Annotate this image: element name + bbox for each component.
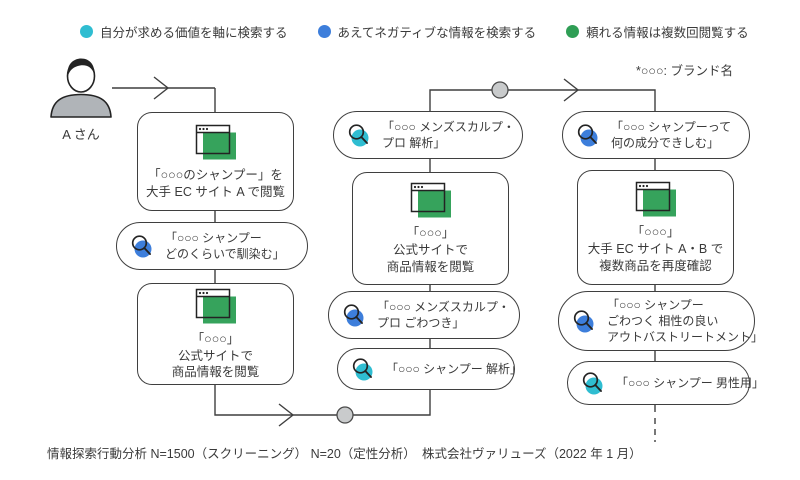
source-caption: 情報探索行動分析 N=1500（スクリーニング） N=20（定性分析） 株式会社…	[47, 447, 642, 461]
search-shampoo-ingredients-kishimu: 「○○○ シャンプーって 何の成分できしむ」	[562, 111, 750, 159]
arrow-head-icon	[563, 78, 580, 102]
search-query-text: 「○○○ メンズスカルプ・ プロ ごわつき」	[377, 299, 510, 330]
cyan-dot-icon	[80, 25, 93, 38]
search-mens-scalp-pro-gowatsuki: 「○○○ メンズスカルプ・ プロ ごわつき」	[328, 291, 520, 339]
persona-label: A さん	[62, 127, 100, 142]
search-icon	[341, 302, 368, 329]
legend-label: 自分が求める価値を軸に検索する	[100, 26, 288, 40]
step-browse-ec-site-ab-recheck: 「○○○」 大手 EC サイト A・B で 複数商品を再度確認	[577, 170, 734, 285]
legend: 自分が求める価値を軸に検索する あえてネガティブな情報を検索する 頼れる情報は複…	[80, 22, 749, 41]
legend-item-green: 頼れる情報は複数回閲覧する	[566, 22, 749, 41]
arrow-head-icon	[153, 76, 170, 100]
step-browse-official-site-2: 「○○○」 公式サイトで 商品情報を閲覧	[352, 172, 509, 285]
search-query-text: 「○○○ シャンプー ごわつく 相性の良い アウトバストリートメント」	[607, 297, 764, 345]
search-query-text: 「○○○ シャンプー どのくらいで馴染む」	[165, 230, 285, 261]
search-query-text: 「○○○ メンズスカルプ・ プロ 解析」	[382, 119, 515, 150]
search-mens-scalp-pro-kaiseki: 「○○○ メンズスカルプ・ プロ 解析」	[333, 111, 523, 159]
step-browse-official-site-1: 「○○○」 公式サイトで 商品情報を閲覧	[137, 283, 294, 385]
blue-dot-icon	[317, 25, 331, 38]
flow-node-dot	[491, 81, 509, 99]
step-text: 「○○○」 公式サイトで 商品情報を閲覧	[171, 331, 260, 380]
search-query-text: 「○○○ シャンプーって 何の成分できしむ」	[611, 119, 732, 150]
browser-window-icon	[408, 181, 454, 221]
browser-window-icon	[193, 287, 239, 327]
search-icon	[350, 356, 377, 383]
step-text: 「○○○のシャンプー」を 大手 EC サイト A で閲覧	[146, 167, 285, 199]
legend-item-cyan: 自分が求める価値を軸に検索する	[80, 22, 288, 41]
green-dot-icon	[566, 25, 580, 38]
browser-window-icon	[193, 123, 239, 163]
search-query-text: 「○○○ シャンプー 解析」	[386, 361, 523, 376]
search-shampoo-fit-duration: 「○○○ シャンプー どのくらいで馴染む」	[116, 222, 308, 270]
brand-note: *○○○: ブランド名	[636, 64, 733, 78]
search-shampoo-kaiseki: 「○○○ シャンプー 解析」	[337, 348, 522, 390]
search-icon	[580, 370, 607, 397]
legend-item-blue: あえてネガティブな情報を検索する	[317, 22, 537, 41]
step-text: 「○○○」 公式サイトで 商品情報を閲覧	[386, 226, 475, 274]
search-icon	[129, 233, 156, 260]
search-query-text: 「○○○ シャンプー 男性用」	[616, 375, 765, 390]
arrow-head-icon	[278, 403, 295, 427]
search-icon	[575, 122, 602, 149]
flow-node-dot	[336, 406, 354, 424]
person-icon	[50, 58, 112, 118]
search-icon	[571, 308, 598, 335]
legend-label: あえてネガティブな情報を検索する	[337, 26, 537, 40]
legend-label: 頼れる情報は複数回閲覧する	[586, 26, 749, 40]
step-browse-ec-site-a: 「○○○のシャンプー」を 大手 EC サイト A で閲覧	[137, 112, 294, 211]
search-shampoo-for-men: 「○○○ シャンプー 男性用」	[567, 361, 764, 405]
browser-window-icon	[633, 180, 679, 220]
persona: A さん	[46, 56, 116, 143]
step-text: 「○○○」 大手 EC サイト A・B で 複数商品を再度確認	[587, 225, 724, 273]
search-icon	[346, 122, 373, 149]
search-shampoo-gowatsuku-outbath-treatment: 「○○○ シャンプー ごわつく 相性の良い アウトバストリートメント」	[558, 291, 763, 351]
